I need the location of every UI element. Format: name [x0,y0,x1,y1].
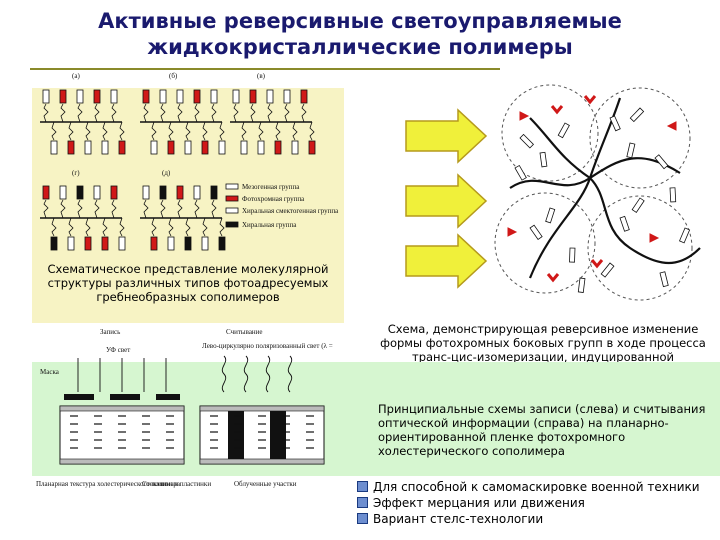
legend-chiral: Хиральная группа [242,221,297,229]
recording-caption: Принципиальные схемы записи (слева) и сч… [378,402,706,458]
photochrome-mark [666,121,677,131]
label-glass-plates: Стеклянные пластинки [142,480,211,488]
label-planar-texture: Планарная текстура холестерического поли… [36,480,181,488]
side-group [619,215,630,232]
label-polarized-light: Лево-циркулярно поляризованный свет (λ =… [202,342,334,350]
bullet-item: Вариант стелс-технологии [357,511,700,527]
structure-labels: (а) (б) (в) (г) (д) [72,72,266,177]
copolymer-caption: Схематическое представление молекулярной… [47,262,329,304]
legend-chiral-smectogen: Хиральная смектогенная группа [242,207,339,215]
domain-circle [587,195,693,301]
recording-reading-figure: Запись Считывание УФ свет Лево-циркулярн… [36,328,334,488]
side-group [654,154,669,170]
photochromic-groups [507,95,677,283]
label-uv-light: УФ свет [106,346,130,354]
arrow-3 [405,233,488,289]
side-group [626,142,636,159]
polymer-backbone [509,97,701,279]
photochrome-mark [507,227,518,237]
title-underline [30,68,500,70]
side-groups [514,107,691,293]
side-group [545,207,556,224]
legend-swatch-chiral-smectogen [225,207,239,214]
light-rays [77,355,293,393]
side-group [659,271,669,288]
label-mask: Маска [40,368,60,376]
label-c: (в) [257,72,266,80]
bullet-square-icon [357,497,368,508]
label-b: (б) [169,72,178,80]
photochrome-mark [519,111,530,121]
side-group [600,262,615,278]
comb-copolymer [140,185,226,251]
photochrome-mark [590,259,604,269]
copolymer-structures-panel [32,88,344,323]
bullet-item: Эффект мерцания или движения [357,495,700,511]
light-arrows [405,108,488,289]
backbone-chain [529,117,701,265]
legend-swatch-chiral [225,221,239,228]
write-film [59,405,185,465]
application-bullets: Для способной к самомаскировке военной т… [357,479,700,527]
domain-circle [501,84,599,182]
side-group [519,133,535,149]
label-a: (а) [72,72,80,80]
mask-bars [64,394,180,400]
read-film [199,405,325,465]
comb-copolymer [40,89,126,155]
structure-legend: Мезогенная группа Фотохромная группа Хир… [225,183,339,229]
photochrome-mark [550,105,564,115]
comb-structures [40,89,316,251]
domain-circle [494,192,596,294]
arrow-2 [405,173,488,229]
photochrome-mark [649,233,660,243]
legend-swatch-mesogen [225,183,239,190]
arrow-1 [405,108,488,164]
copolymer-structures-figure: (а) (б) (в) (г) (д) Мезогенная группа Фо… [40,72,339,251]
comb-copolymer [40,185,126,251]
legend-mesogen: Мезогенная группа [242,183,300,191]
label-d: (г) [72,169,80,177]
side-group [577,277,586,293]
side-group [514,164,527,181]
photochrome-mark [583,95,597,105]
side-group [539,151,548,168]
side-group [569,247,576,263]
legend-swatch-photochrome [225,195,239,202]
domain-circles [494,84,693,301]
photochrome-mark [546,273,560,283]
backbone-chain [528,97,622,279]
photoisomerization-diagram [494,84,701,301]
side-group [609,115,621,132]
legend-photochrome: Фотохромная группа [242,195,305,203]
label-e: (д) [162,169,171,177]
domain-circle [589,87,691,189]
bullet-square-icon [357,481,368,492]
slide-title-line-2: жидкокристаллические полимеры [147,35,573,59]
side-group [631,197,645,213]
slide-title-line-1: Активные реверсивные светоуправляемые [98,9,622,33]
side-group [669,187,677,203]
bullet-square-icon [357,513,368,524]
slide-title: Активные реверсивные светоуправляемые жи… [0,8,720,60]
side-group [629,107,645,123]
label-irradiated-areas: Облученные участки [234,480,297,488]
label-write: Запись [100,328,120,336]
comb-copolymer [230,89,316,155]
side-group [679,227,691,244]
comb-copolymer [140,89,226,155]
label-read: Считывание [226,328,263,336]
bullet-item: Для способной к самомаскировке военной т… [357,479,700,495]
side-group [529,224,543,241]
side-group [557,122,570,139]
